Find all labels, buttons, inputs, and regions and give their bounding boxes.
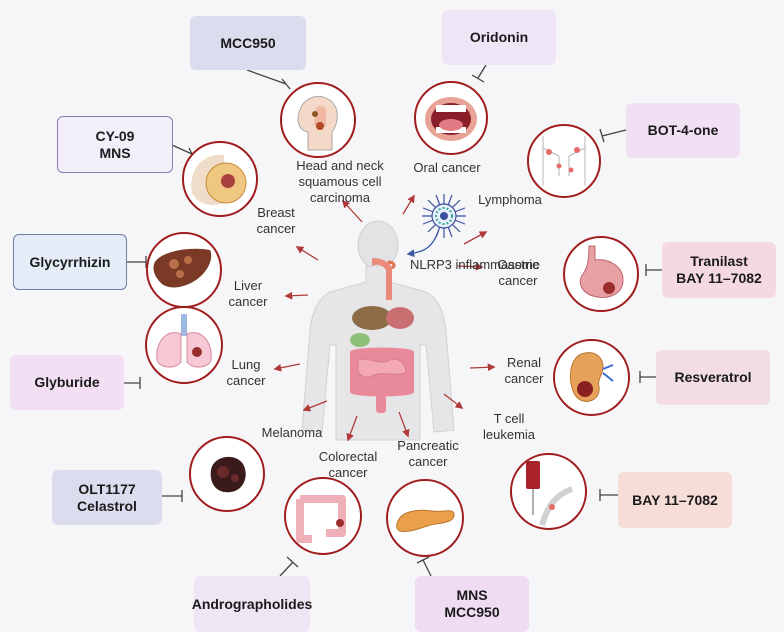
arrow-pancreatic xyxy=(398,411,410,438)
inhibition-lines xyxy=(124,64,662,577)
drug-label: Glyburide xyxy=(34,374,100,390)
liver-icon xyxy=(153,248,212,288)
breast-icon xyxy=(191,155,247,205)
drug-label: BAY 11–7082 xyxy=(676,270,762,286)
drug-box-mcc950: MCC950 xyxy=(190,16,306,70)
drug-label: OLT1177 xyxy=(78,480,136,497)
drug-label: Oridonin xyxy=(469,29,529,45)
drug-label: CY-09 xyxy=(95,127,135,144)
inhibit-tranilast xyxy=(645,264,662,276)
drug-box-glyburide: Glyburide xyxy=(10,355,124,410)
kidney-icon xyxy=(569,352,614,402)
melanoma-icon xyxy=(210,456,246,493)
renal-organ-circle xyxy=(553,339,630,416)
drug-label: MNS xyxy=(99,144,131,161)
arrow-liver xyxy=(284,291,309,300)
inhibit-mns-mcc950 xyxy=(416,556,432,577)
breast-organ-circle xyxy=(182,141,258,217)
mouth-icon xyxy=(425,97,477,141)
oral-organ-circle xyxy=(414,81,488,155)
inhibit-oridonin xyxy=(471,64,487,83)
label-oral: Oral cancer xyxy=(413,160,481,175)
drug-box-bay: BAY 11–7082 xyxy=(618,472,732,528)
inhibit-andrographolides xyxy=(279,556,299,577)
arrow-breast xyxy=(295,246,319,261)
arrow-inflammasome xyxy=(406,231,439,258)
label-lymphoma: Lymphoma xyxy=(478,192,542,207)
drug-box-tranilast-bay: Tranilast BAY 11–7082 xyxy=(662,242,776,298)
human-body-illustration xyxy=(301,220,455,441)
arrow-colorectal xyxy=(346,415,358,442)
drug-box-oridonin: Oridonin xyxy=(442,10,556,65)
drug-box-bot-4-one: BOT-4-one xyxy=(626,103,740,158)
drug-box-andrographolides: Andrographolides xyxy=(191,576,313,632)
drug-label: Resveratrol xyxy=(674,369,752,385)
drug-label: Celastrol xyxy=(77,497,137,514)
drug-box-resveratrol: Resveratrol xyxy=(656,350,770,405)
drug-label: BAY 11–7082 xyxy=(632,491,718,508)
stomach-icon xyxy=(579,245,624,298)
arrow-melanoma xyxy=(302,400,328,412)
inhibit-glycyrrhizin xyxy=(127,256,147,268)
inhibit-bot4one xyxy=(599,128,627,143)
inhibit-olt1177 xyxy=(162,490,183,502)
inhibit-glyburide xyxy=(124,377,141,389)
colon-icon xyxy=(296,495,346,543)
head-neck-organ-circle xyxy=(280,82,356,158)
inhibit-resveratrol xyxy=(639,371,656,383)
colorectal-organ-circle xyxy=(284,477,362,555)
pancreas-icon xyxy=(396,509,455,532)
t-cell-organ-circle xyxy=(510,453,587,530)
arrow-oral xyxy=(402,194,415,215)
label-nlrp3-inflammasome: NLRP3 inflammasome xyxy=(409,257,541,272)
liver-organ-circle xyxy=(146,232,222,308)
drug-box-glycyrrhizin: Glycyrrhizin xyxy=(13,234,127,290)
drug-label: Glycyrrhizin xyxy=(29,253,111,270)
drug-label: MCC950 xyxy=(444,604,500,620)
blood-bag-icon xyxy=(526,461,574,526)
arrow-head-neck xyxy=(341,199,363,223)
lung-organ-circle xyxy=(145,306,223,384)
label-melanoma: Melanoma xyxy=(261,425,323,440)
arrow-gastric xyxy=(457,262,484,271)
arrow-renal xyxy=(469,363,496,372)
drug-label: MNS xyxy=(456,587,488,603)
head-neck-icon xyxy=(297,95,338,151)
lungs-icon xyxy=(156,314,212,368)
drug-label: Tranilast xyxy=(690,253,748,269)
drug-box-cy09-mns: CY-09 MNS xyxy=(57,116,173,173)
drug-label: Andrographolides xyxy=(191,595,313,612)
inflammasome-icon xyxy=(422,194,466,238)
arrow-t-cell xyxy=(443,393,464,409)
gastric-organ-circle xyxy=(563,236,639,312)
arrow-lymphoma xyxy=(463,231,488,245)
drug-box-mns-mcc950: MNS MCC950 xyxy=(415,576,529,632)
lymphoma-organ-circle xyxy=(527,124,601,198)
drug-label: MCC950 xyxy=(220,34,276,51)
inhibit-bay xyxy=(599,489,618,501)
melanoma-organ-circle xyxy=(189,436,265,512)
drug-box-olt1177-celastrol: OLT1177 Celastrol xyxy=(52,470,162,525)
arrow-lung xyxy=(273,363,301,372)
lymph-nodes-icon xyxy=(542,136,586,186)
pancreatic-organ-circle xyxy=(386,479,464,557)
drug-label: BOT-4-one xyxy=(647,122,719,138)
activation-arrows xyxy=(273,194,496,442)
inhibit-mcc950 xyxy=(246,69,291,90)
